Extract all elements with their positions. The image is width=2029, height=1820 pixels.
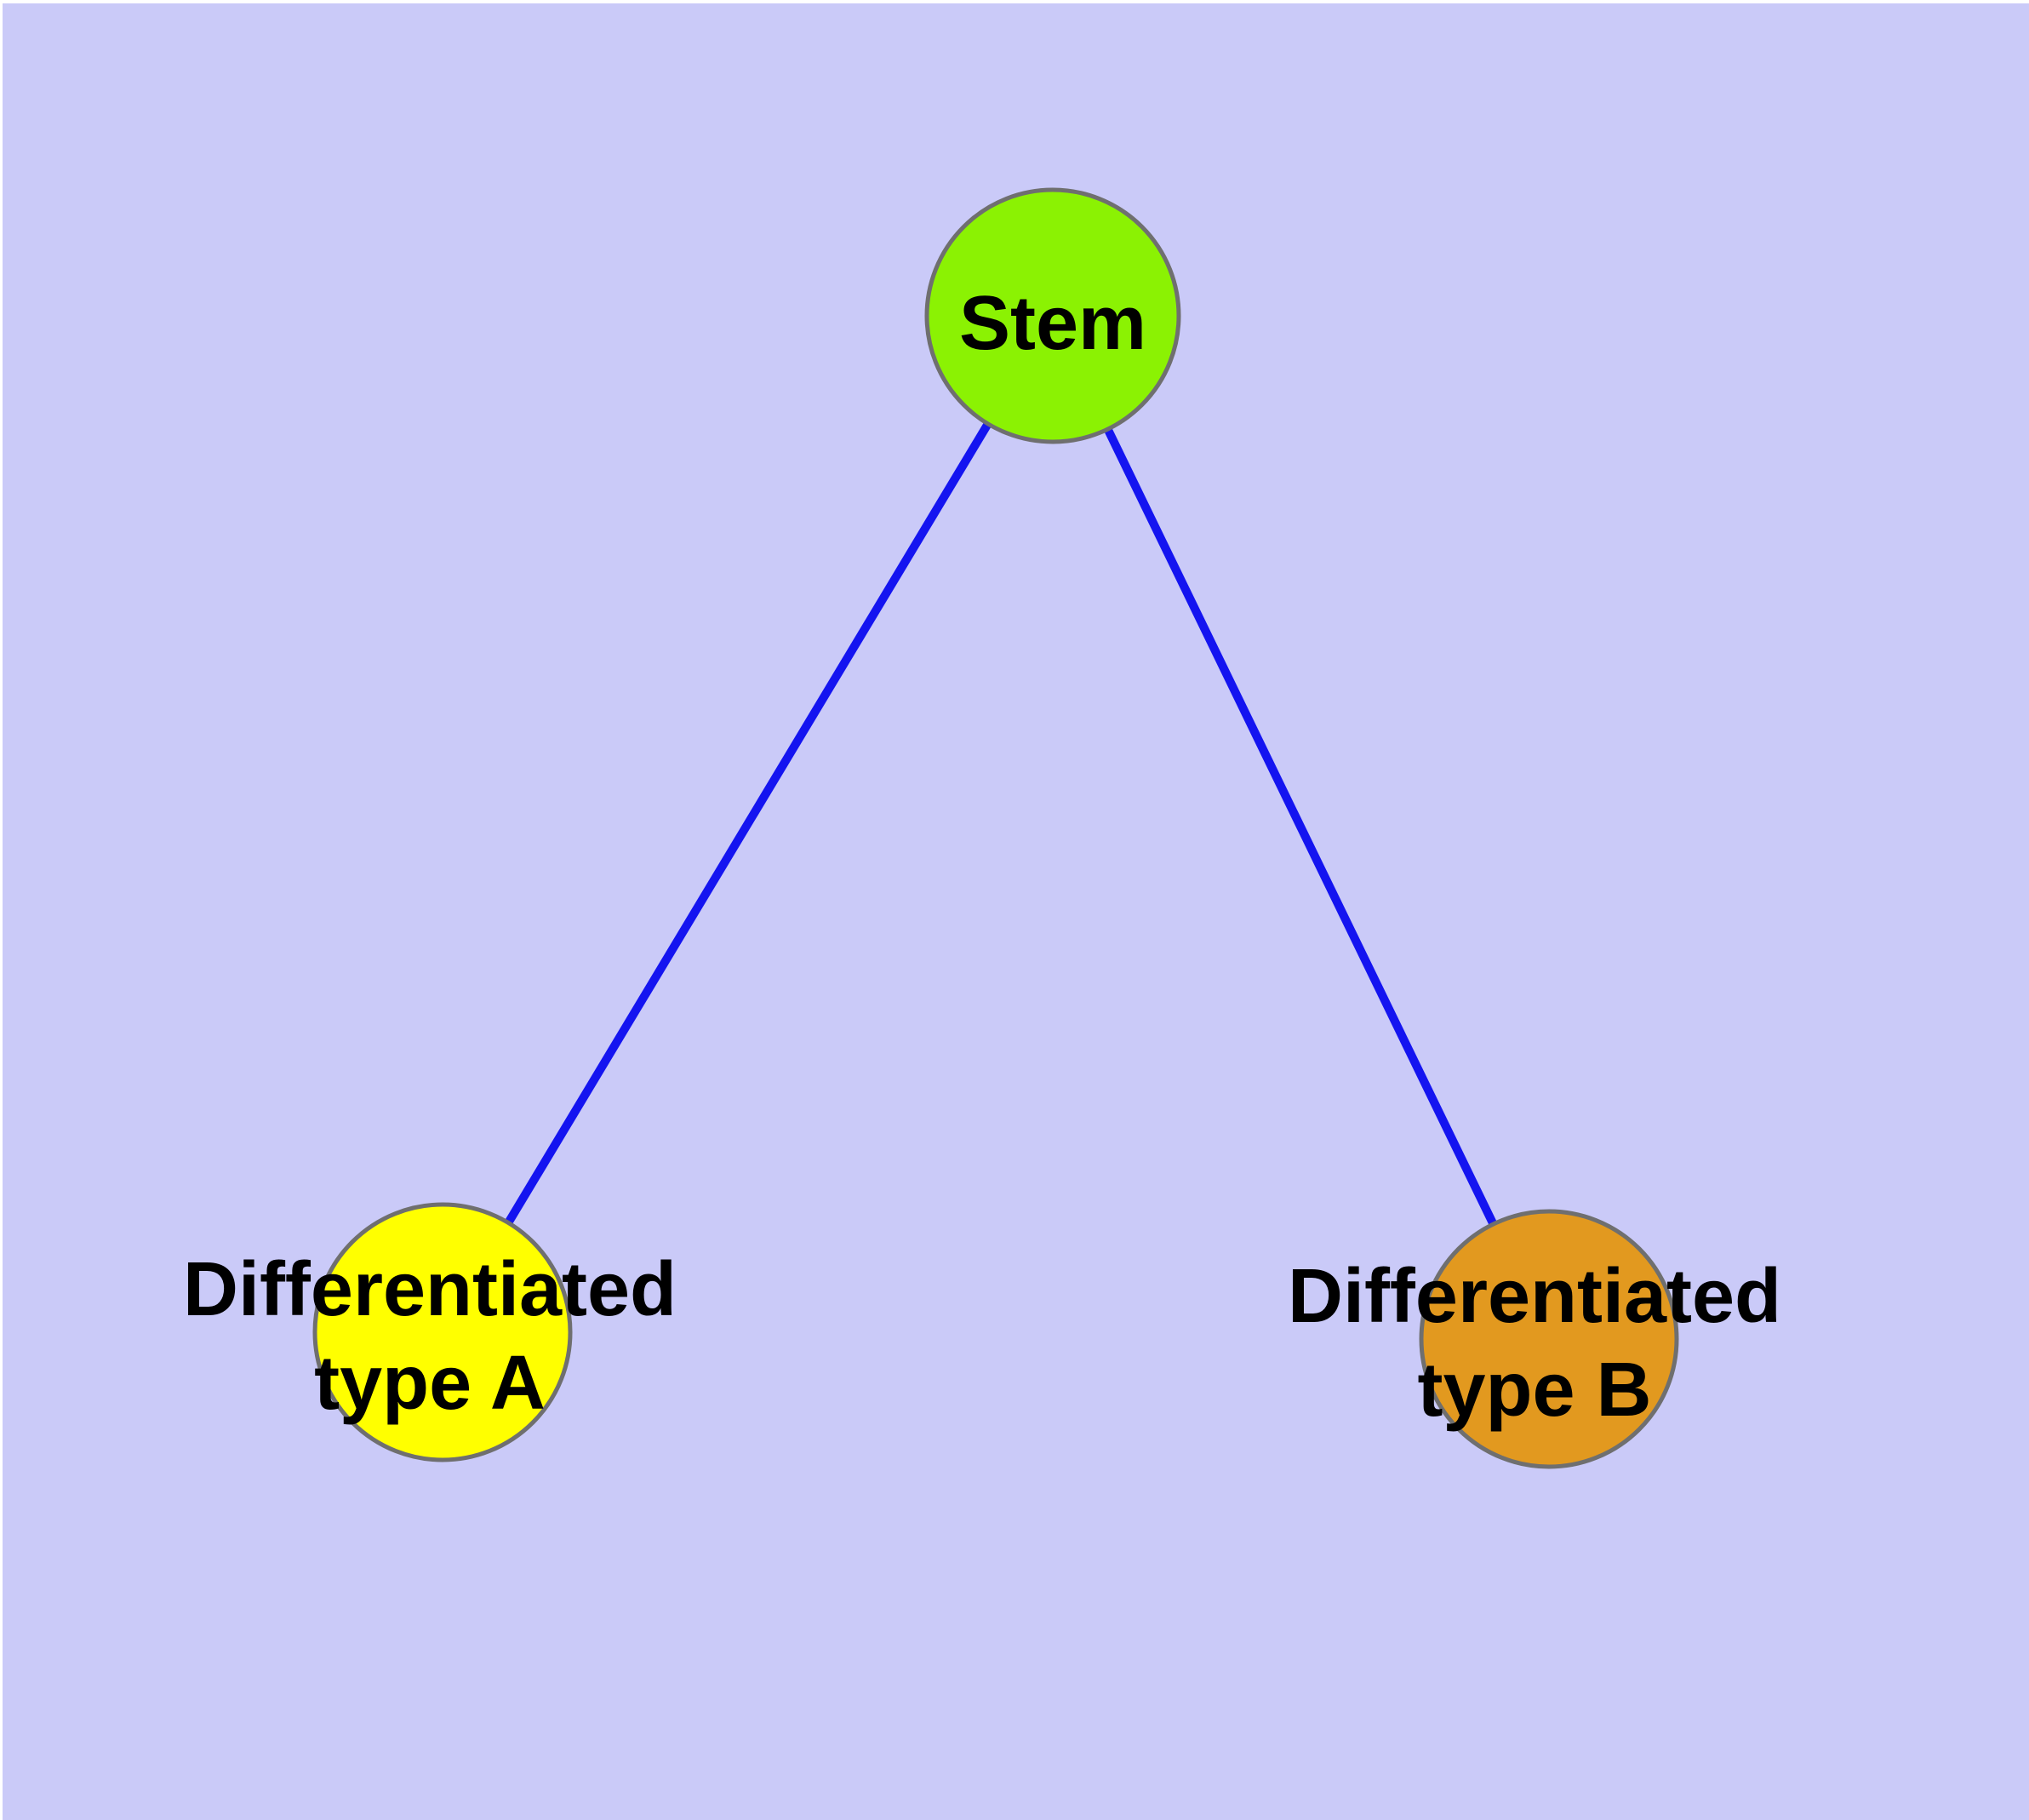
type-a-label-line1: Differentiated <box>183 1247 677 1332</box>
stem-node-label: Stem <box>959 281 1146 366</box>
differentiated-type-b-node <box>1419 1209 1679 1469</box>
edge-stem-to-type-a <box>438 313 1057 1335</box>
type-a-label-line2: type A <box>314 1341 546 1426</box>
type-b-label-line1: Differentiated <box>1288 1254 1781 1339</box>
type-b-label-line2: type B <box>1417 1348 1651 1433</box>
stem-node <box>924 187 1181 444</box>
differentiated-type-a-node <box>312 1202 573 1462</box>
edge-stem-to-type-b <box>1049 313 1553 1342</box>
